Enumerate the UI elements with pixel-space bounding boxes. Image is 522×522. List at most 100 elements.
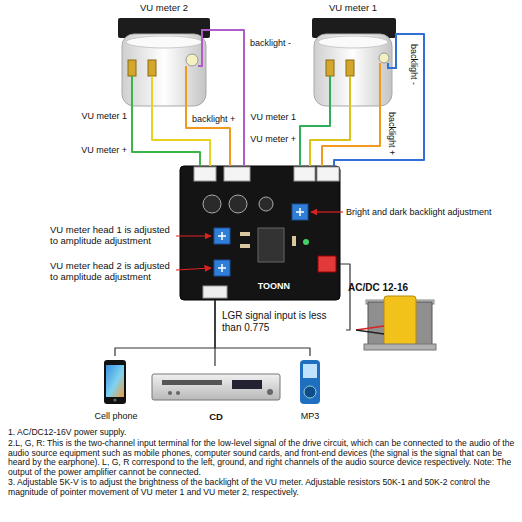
vu-meter-box: VU meter 2	[112, 2, 216, 110]
phone-button	[113, 398, 116, 401]
leader-line	[176, 235, 211, 236]
meter-back	[126, 36, 202, 48]
wire	[300, 110, 330, 166]
leader-line	[176, 268, 211, 270]
cd-display	[232, 380, 262, 389]
phone-screen	[106, 365, 124, 397]
backlight-bulb	[379, 53, 389, 63]
potentiometer-slot	[296, 208, 304, 216]
meter-terminal	[128, 60, 136, 76]
wire-label: backlight +	[386, 112, 397, 155]
transformer-coil	[384, 296, 416, 348]
wire	[132, 110, 200, 166]
callout-label: VU meter head 1 is adjusted to amplitude…	[50, 224, 174, 246]
power-connector	[318, 256, 336, 272]
resistor	[240, 232, 250, 236]
lead-wire	[185, 66, 187, 110]
connector	[294, 167, 315, 181]
cd-button	[176, 391, 180, 395]
pcb	[180, 166, 340, 300]
capacitor	[229, 195, 247, 213]
chip	[258, 228, 284, 262]
cell-phone-icon	[104, 360, 126, 404]
potentiometer	[214, 260, 230, 276]
led	[303, 239, 309, 245]
vu-meter	[312, 18, 400, 110]
device-box: Cell phone	[90, 356, 142, 422]
wire-label: VU meter 1	[60, 111, 127, 122]
potentiometer-slot	[218, 264, 226, 272]
device-box: MP3	[290, 356, 330, 422]
node-text: VU meter 2	[140, 2, 188, 13]
lead-wire	[151, 76, 153, 110]
resistor	[292, 236, 296, 246]
cd-body	[152, 374, 280, 400]
wire-label: backlight -	[250, 38, 291, 49]
note-text: 1. AC/DC12-16V power supply.	[8, 428, 516, 438]
meter-terminal	[148, 60, 156, 76]
wire-label: backlight -	[408, 44, 419, 85]
callout-label: VU meter head 2 is adjusted to amplitude…	[50, 260, 174, 282]
wire	[334, 34, 424, 166]
lead-wire	[198, 30, 216, 66]
vu-meter	[118, 18, 216, 110]
leader-line	[311, 211, 343, 212]
resistor	[240, 244, 250, 248]
signal-connector	[203, 286, 227, 298]
node-text: Cell phone	[94, 411, 137, 422]
wire-label: VU meter +	[60, 145, 127, 156]
mp3-player-icon	[300, 360, 320, 404]
device-box: CD	[150, 366, 282, 422]
callout-label: Bright and dark backlight adjustment	[346, 207, 492, 218]
lead-wire	[329, 76, 331, 110]
lead-wire	[131, 76, 133, 110]
node-text: MP3	[301, 411, 320, 422]
note-text: 2.L, G, R: This is the two-channel input…	[8, 439, 516, 477]
connector	[317, 167, 339, 181]
lead-wire	[388, 34, 400, 68]
wire	[310, 110, 350, 166]
connector	[224, 167, 250, 181]
driver-board: TOONN	[180, 166, 340, 300]
potentiometer-slot	[218, 232, 226, 240]
meter-terminal	[326, 60, 334, 76]
wire	[340, 264, 350, 330]
vu-meter-box: VU meter 1	[306, 2, 400, 110]
cd-player-icon	[152, 374, 280, 400]
phone-body	[104, 360, 126, 404]
backlight-bulb	[186, 54, 198, 66]
node-text: TOONN	[258, 281, 290, 292]
mp3-screen	[303, 364, 317, 378]
potentiometer	[214, 228, 230, 244]
transformer-foot	[364, 344, 436, 350]
wire-label: VU meter 1	[246, 112, 296, 123]
node-text: VU meter 1	[329, 2, 377, 13]
wire-label: backlight +	[192, 114, 235, 125]
lead-wire	[379, 63, 381, 110]
meter-terminal	[346, 60, 354, 76]
mp3-wheel	[304, 386, 316, 398]
meter-body	[122, 34, 206, 106]
wire-label: VU meter +	[246, 134, 296, 145]
node-text: CD	[209, 411, 223, 422]
cd-button	[267, 389, 273, 395]
transformer-box: AC/DC 12-16	[346, 280, 458, 364]
capacitor	[259, 197, 273, 211]
transformer	[356, 296, 436, 350]
connector	[194, 167, 216, 181]
lead-wire	[349, 76, 351, 110]
wire	[322, 110, 380, 166]
capacitor	[203, 195, 221, 213]
note-text: 3. Adjustable 5K-V is to adjust the brig…	[8, 478, 516, 497]
meter-back	[318, 36, 388, 48]
driver-board	[180, 166, 340, 300]
cd-tray	[162, 380, 222, 385]
lead-wire	[356, 326, 384, 330]
wire	[115, 300, 215, 356]
potentiometer	[292, 204, 308, 220]
lead-wire	[356, 330, 384, 334]
node-text: AC/DC 12-16	[348, 282, 408, 294]
signal-note: LGR signal input is less than 0.775	[222, 310, 332, 334]
cd-button	[168, 391, 172, 395]
